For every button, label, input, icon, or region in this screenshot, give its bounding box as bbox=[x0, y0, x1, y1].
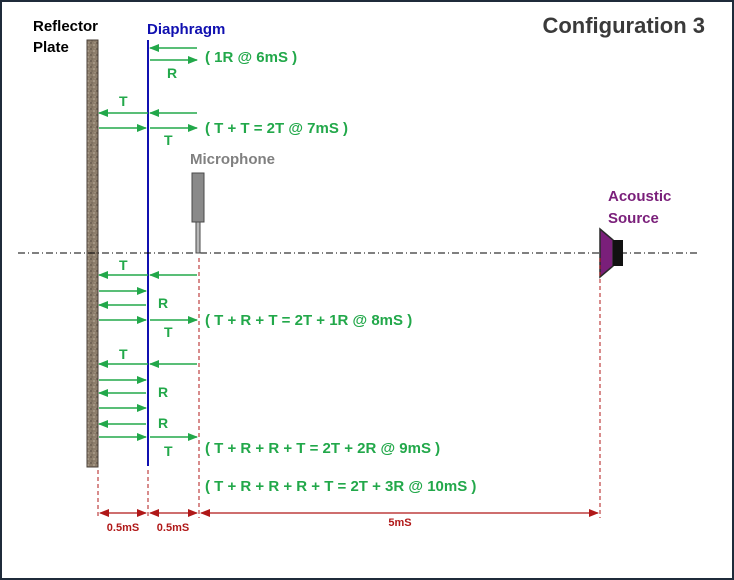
equation-2: ( T + T = 2T @ 7mS ) bbox=[205, 120, 348, 137]
letter-t-1: T bbox=[119, 93, 128, 109]
letter-r-3: R bbox=[158, 384, 168, 400]
letter-t-5: T bbox=[119, 346, 128, 362]
letter-r-1: R bbox=[167, 65, 177, 81]
source-label-line2: Source bbox=[608, 210, 659, 227]
letter-t-2: T bbox=[164, 132, 173, 148]
config-title: Configuration 3 bbox=[542, 13, 705, 38]
microphone-label: Microphone bbox=[190, 151, 275, 168]
timing-guides bbox=[97, 258, 601, 518]
equation-3: ( T + R + T = 2T + 1R @ 8mS ) bbox=[205, 312, 412, 329]
letter-t-3: T bbox=[119, 257, 128, 273]
letter-t-4: T bbox=[164, 324, 173, 340]
microphone-icon bbox=[191, 172, 205, 254]
diaphragm-label: Diaphragm bbox=[147, 21, 225, 38]
letter-r-2: R bbox=[158, 295, 168, 311]
letter-t-6: T bbox=[164, 443, 173, 459]
source-label-line1: Acoustic bbox=[608, 188, 671, 205]
letter-r-4: R bbox=[158, 415, 168, 431]
speaker-icon bbox=[599, 227, 623, 279]
timing-label-2: 0.5mS bbox=[157, 522, 189, 534]
equation-5: ( T + R + R + R + T = 2T + 3R @ 10mS ) bbox=[205, 478, 476, 495]
timing-label-1: 0.5mS bbox=[107, 522, 139, 534]
timing-label-3: 5mS bbox=[388, 517, 411, 529]
equation-1: ( 1R @ 6mS ) bbox=[205, 49, 297, 66]
equation-4: ( T + R + R + T = 2T + 2R @ 9mS ) bbox=[205, 440, 440, 457]
reflector-label-line1: Reflector bbox=[33, 18, 98, 35]
reflector-label-line2: Plate bbox=[33, 39, 69, 56]
